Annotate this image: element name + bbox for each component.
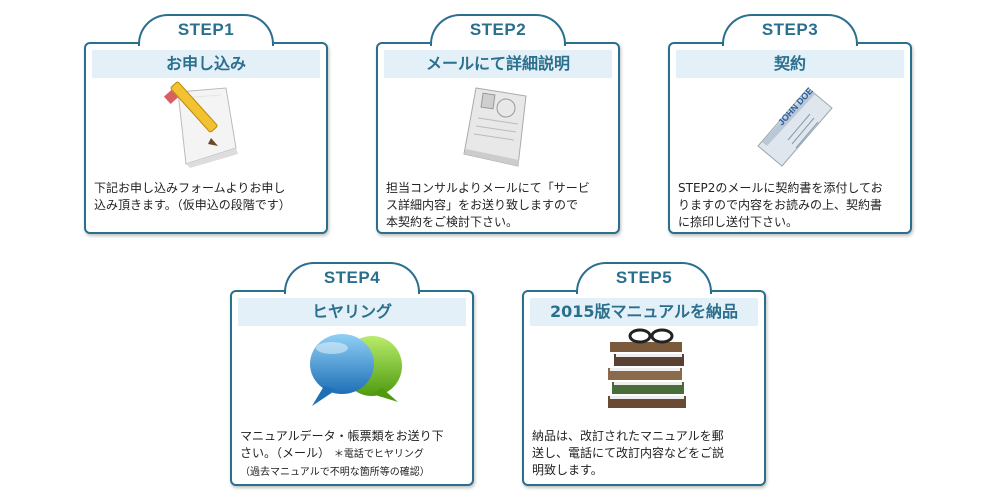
- step5-tab: STEP5: [576, 262, 712, 294]
- books-glasses-icon: [524, 326, 764, 420]
- step2-tab: STEP2: [430, 14, 566, 46]
- step2-title: メールにて詳細説明: [384, 50, 612, 78]
- step3-title: 契約: [676, 50, 904, 78]
- step2-card: STEP2 メールにて詳細説明 担当コンサルよりメールにて「サービ ス詳細内容」…: [376, 14, 620, 234]
- step2-box: メールにて詳細説明 担当コンサルよりメールにて「サービ ス詳細内容」をお送り致し…: [376, 42, 620, 234]
- step5-title: 2015版マニュアルを納品: [530, 298, 758, 326]
- pencil-paper-icon: [86, 78, 326, 172]
- step3-tab: STEP3: [722, 14, 858, 46]
- step3-box: 契約 JOHN DOE STEP2のメールに契約書を添付してお りますので内容を…: [668, 42, 912, 234]
- step4-desc-main: マニュアルデータ・帳票類をお送り下 さい。（メール）: [240, 429, 444, 460]
- step5-description: 納品は、改訂されたマニュアルを郵 送し、電話にて改訂内容などをご説 明致します。: [532, 429, 725, 477]
- step5-box: 2015版マニュアルを納品 納品は、改訂されたマニュアルを郵 送し、電話にて改訂…: [522, 290, 766, 486]
- step4-box: ヒヤリング マニュアルデータ・帳票類をお送り下 さい。（メール） ＊電話でヒヤリ…: [230, 290, 474, 486]
- step5-card: STEP5 2015版マニュアルを納品 納品は、改訂されたマニュアルを郵 送し、…: [522, 262, 766, 488]
- business-card-icon: JOHN DOE: [670, 78, 910, 172]
- step3-description: STEP2のメールに契約書を添付してお りますので内容をお読みの上、契約書 に捺…: [678, 181, 883, 229]
- speech-bubbles-icon: [232, 326, 472, 420]
- step4-desc-note: ＊電話でヒヤリング: [333, 449, 424, 460]
- step1-tab: STEP1: [138, 14, 274, 46]
- step1-description: 下記お申し込みフォームよりお申し 込み頂きます。（仮申込の段階です）: [94, 181, 291, 212]
- step4-description: マニュアルデータ・帳票類をお送り下 さい。（メール） ＊電話でヒヤリング （過去マ…: [240, 428, 464, 481]
- step4-title: ヒヤリング: [238, 298, 466, 326]
- step1-box: お申し込み 下記お申し込みフォームよりお申し 込み頂きます。（仮申込の段階です）: [84, 42, 328, 234]
- step4-label: STEP4: [323, 268, 381, 287]
- step4-card: STEP4 ヒヤリング マニュアルデータ・帳票類をお送り下 さい。（メール） ＊…: [230, 262, 474, 488]
- step2-label: STEP2: [469, 20, 527, 39]
- step4-desc-note2: （過去マニュアルで不明な箇所等の確認）: [240, 467, 430, 478]
- step1-card: STEP1 お申し込み 下記お申し込みフォームよりお申し 込み頂きます。（仮申込…: [84, 14, 328, 234]
- mail-letter-icon: [378, 78, 618, 172]
- step3-card: STEP3 契約 JOHN DOE STEP2のメールに契約書を添付してお りま…: [668, 14, 912, 234]
- step1-label: STEP1: [177, 20, 235, 39]
- step5-label: STEP5: [615, 268, 673, 287]
- step2-description: 担当コンサルよりメールにて「サービ ス詳細内容」をお送り致しますので 本契約をご…: [386, 181, 590, 229]
- step3-label: STEP3: [761, 20, 819, 39]
- step4-tab: STEP4: [284, 262, 420, 294]
- step1-title: お申し込み: [92, 50, 320, 78]
